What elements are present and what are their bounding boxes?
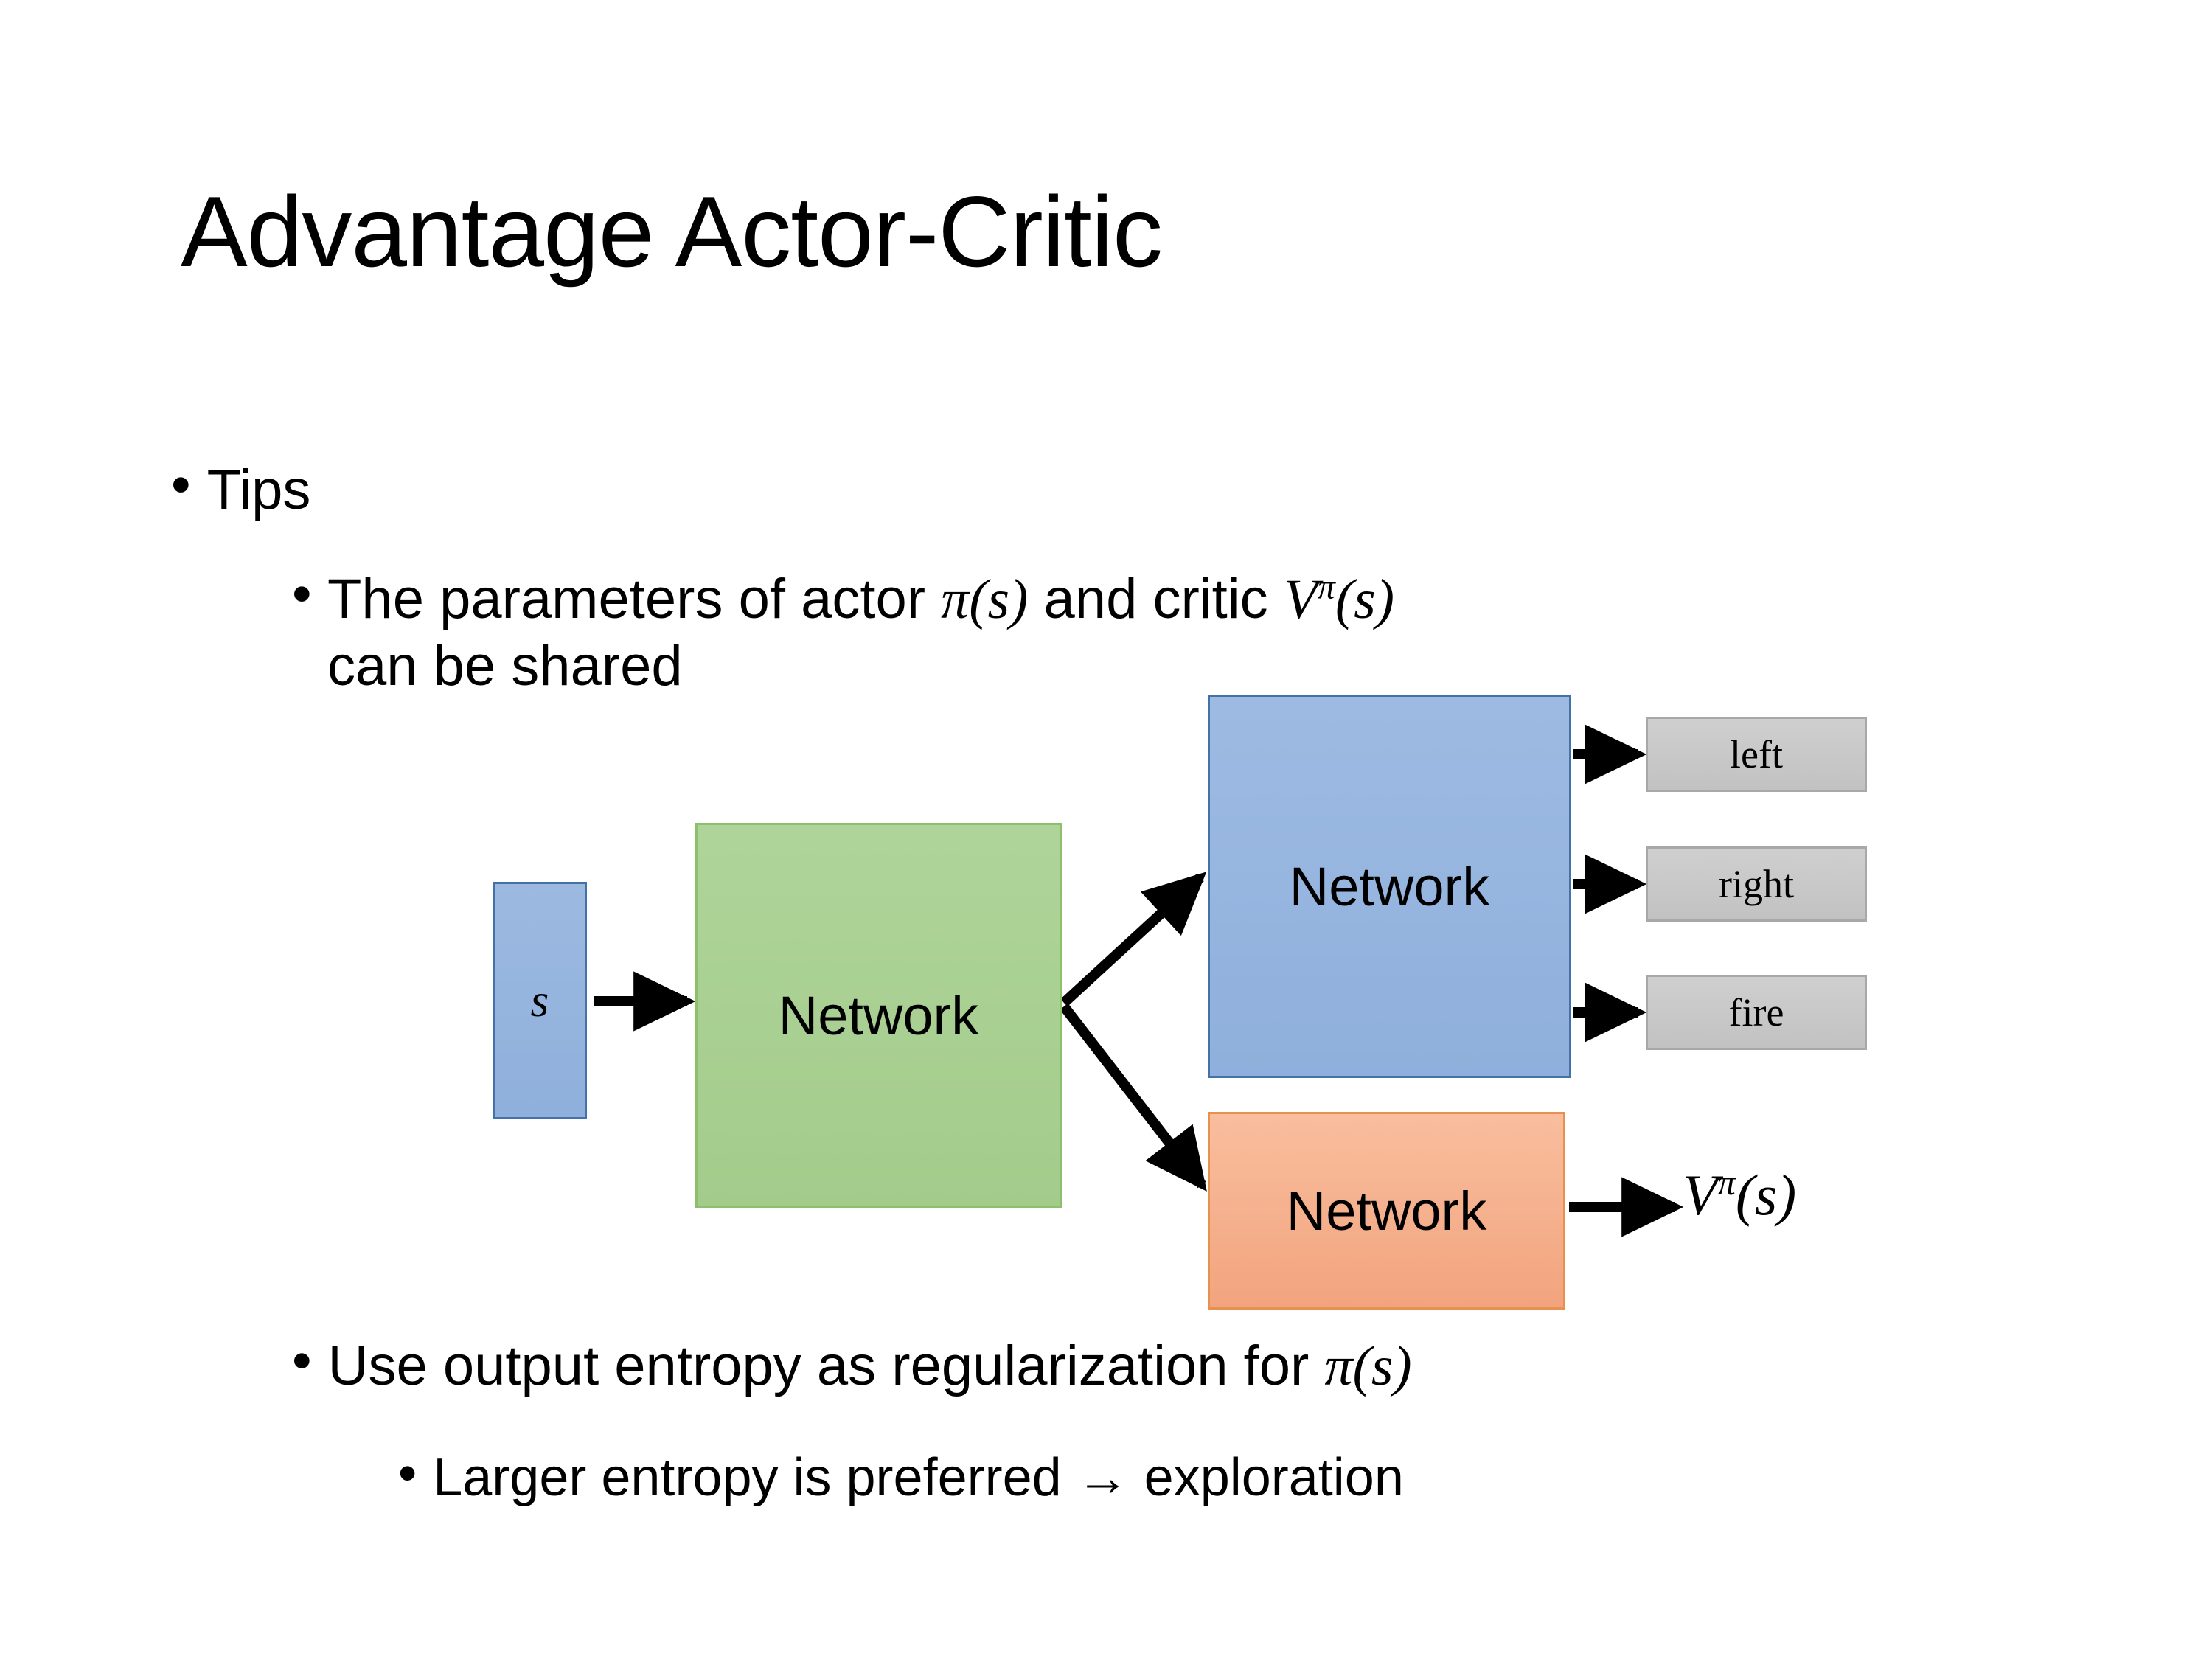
text-the-parameters-of-actor: The parameters of actor: [327, 568, 942, 630]
state-input-label: s: [530, 974, 549, 1026]
text-can-be-shared: can be shared: [327, 634, 683, 698]
math-critic-arg-s: (s): [1335, 568, 1395, 630]
action-box-left[interactable]: left: [1646, 717, 1867, 792]
bullet-shared-parameters: • The parameters of actor π(s) and criti…: [292, 566, 1840, 699]
actor-network-box[interactable]: Network: [1208, 695, 1571, 1078]
bullet-marker-icon: •: [292, 563, 312, 625]
bullet-shared-parameters-label: The parameters of actor π(s) and critic …: [327, 566, 1840, 699]
math-critic-superscript-pi: π: [1318, 568, 1335, 607]
actor-network-label: Network: [1289, 855, 1490, 917]
critic-network-label: Network: [1286, 1180, 1487, 1242]
action-box-fire[interactable]: fire: [1646, 975, 1867, 1050]
action-label-fire: fire: [1728, 990, 1784, 1034]
shared-network-box[interactable]: Network: [695, 823, 1062, 1208]
bullet-marker-icon: •: [171, 453, 191, 516]
bullet-entropy-label: Use output entropy as regularization for…: [328, 1333, 1412, 1400]
shared-network-label: Network: [778, 984, 979, 1046]
arrow-shared-to-actor: [1060, 872, 1207, 1007]
math-critic-v: V: [1283, 568, 1318, 630]
action-box-right[interactable]: right: [1646, 846, 1867, 922]
value-output-arg: (s): [1735, 1163, 1797, 1227]
bullet-marker-icon: •: [292, 1329, 312, 1392]
math-entropy-pi-s: π(s): [1324, 1335, 1412, 1397]
math-actor-pi-s: π(s): [941, 568, 1029, 630]
text-use-output-entropy: Use output entropy as regularization for: [327, 1335, 1325, 1397]
action-label-right: right: [1719, 862, 1794, 906]
bullet-tips: • Tips: [171, 457, 310, 524]
bullet-entropy-regularization: • Use output entropy as regularization f…: [292, 1333, 1412, 1400]
state-input-box[interactable]: s: [493, 882, 587, 1119]
value-output-base: V: [1683, 1163, 1718, 1227]
bullet-marker-icon: •: [398, 1444, 417, 1503]
action-label-left: left: [1730, 732, 1783, 776]
critic-network-box[interactable]: Network: [1208, 1112, 1565, 1310]
bullet-tips-label: Tips: [206, 459, 311, 521]
bullet-larger-entropy-label: Larger entropy is preferred → exploratio…: [433, 1448, 1404, 1507]
bullet-larger-entropy: • Larger entropy is preferred → explorat…: [398, 1447, 1404, 1509]
value-output-label: Vπ(s): [1683, 1161, 1796, 1228]
value-output-superscript-pi: π: [1717, 1164, 1736, 1203]
arrow-shared-to-critic: [1060, 1003, 1207, 1192]
page-title: Advantage Actor-Critic: [181, 175, 1163, 288]
text-and-critic: and critic: [1028, 568, 1284, 630]
